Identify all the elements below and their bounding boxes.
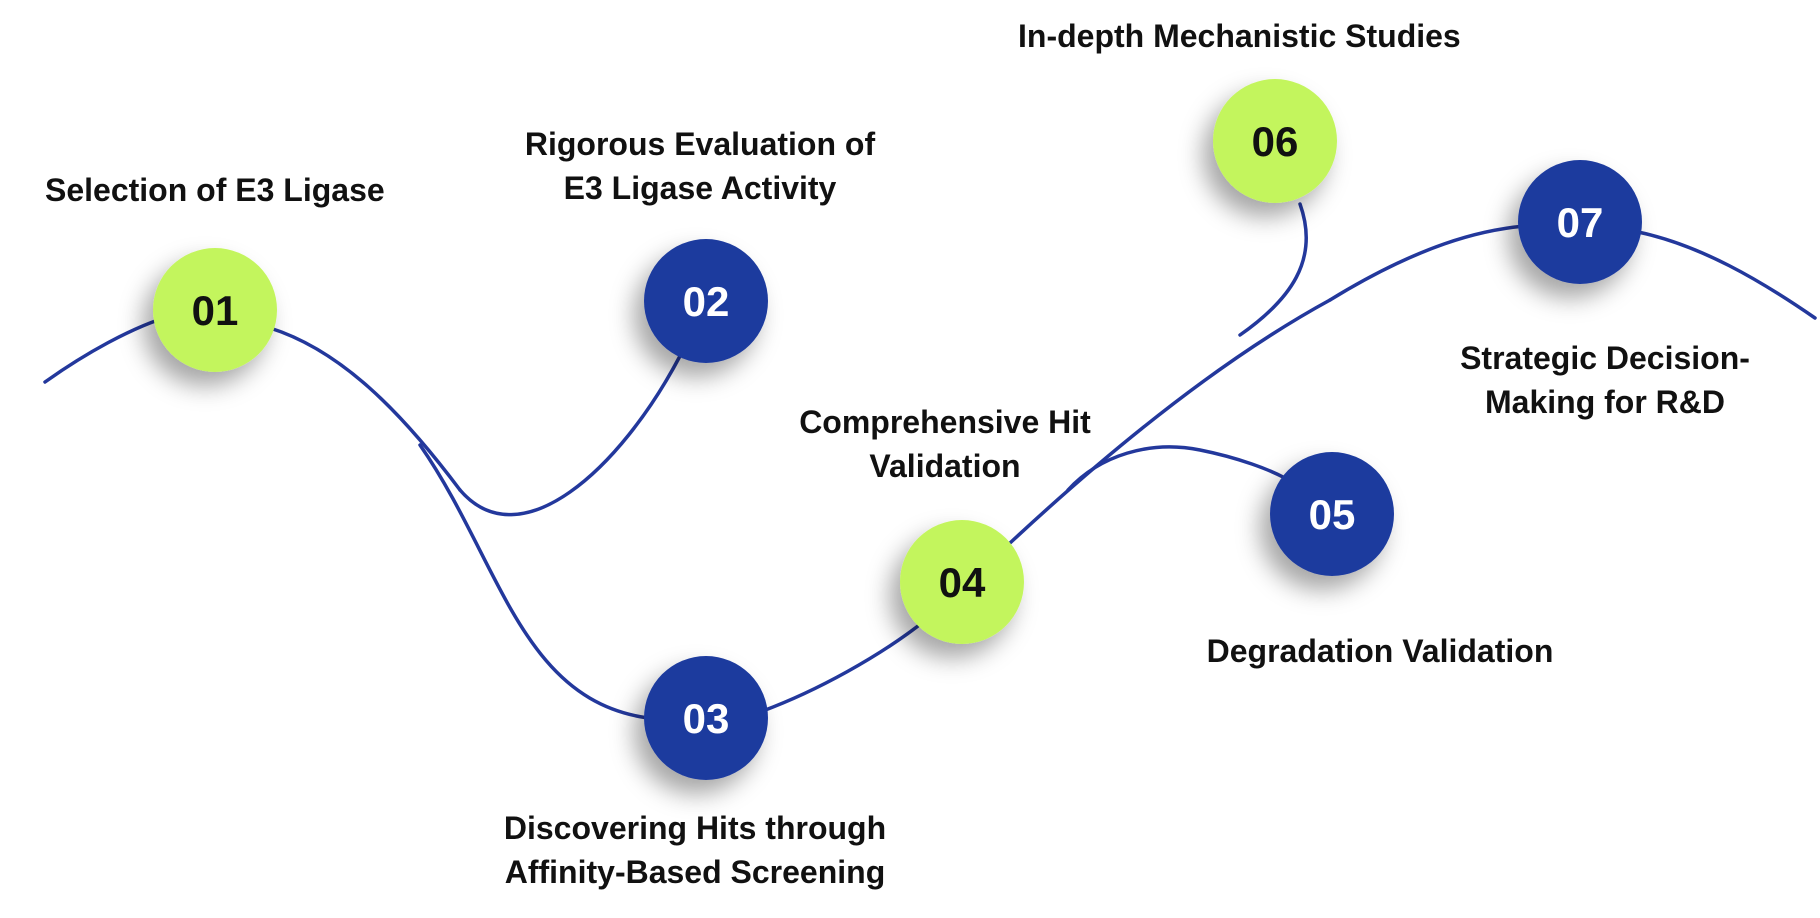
connector-lines — [43, 202, 1817, 720]
connector-line — [1238, 202, 1309, 337]
step-nodes: 01 02 03 04 05 06 07 — [153, 79, 1642, 780]
step-05-circle — [1270, 452, 1394, 576]
step-03-circle — [644, 656, 768, 780]
step-07-label: Strategic Decision- Making for R&D — [1460, 340, 1750, 420]
step-04-label: Comprehensive Hit Validation — [799, 404, 1091, 484]
step-05-label: Degradation Validation — [1206, 633, 1554, 669]
step-06-circle — [1213, 79, 1337, 203]
connector-line — [1066, 445, 1287, 492]
step-01-number: 01 — [192, 287, 239, 334]
step-01-label: Selection of E3 Ligase — [45, 172, 385, 208]
connector-line — [758, 624, 920, 714]
step-04-number: 04 — [939, 559, 986, 606]
step-02-label: Rigorous Evaluation of E3 Ligase Activit… — [524, 126, 876, 206]
connector-line — [418, 443, 650, 720]
step-01-circle — [153, 248, 277, 372]
connector-line — [1008, 298, 1332, 545]
step-05-number: 05 — [1309, 491, 1356, 538]
connector-line — [1636, 230, 1817, 320]
step-07-circle — [1518, 160, 1642, 284]
step-03-label: Discovering Hits through Affinity-Based … — [503, 810, 887, 890]
connector-line — [43, 318, 160, 384]
step-07-number: 07 — [1557, 199, 1604, 246]
step-02-circle — [644, 239, 768, 363]
step-04-circle — [900, 520, 1024, 644]
step-02-number: 02 — [683, 278, 730, 325]
step-06-label: In-depth Mechanistic Studies — [1018, 18, 1461, 54]
connector-line — [268, 326, 462, 492]
connector-line — [1328, 224, 1527, 302]
connector-line — [458, 354, 682, 517]
step-03-number: 03 — [683, 695, 730, 742]
step-06-number: 06 — [1252, 118, 1299, 165]
